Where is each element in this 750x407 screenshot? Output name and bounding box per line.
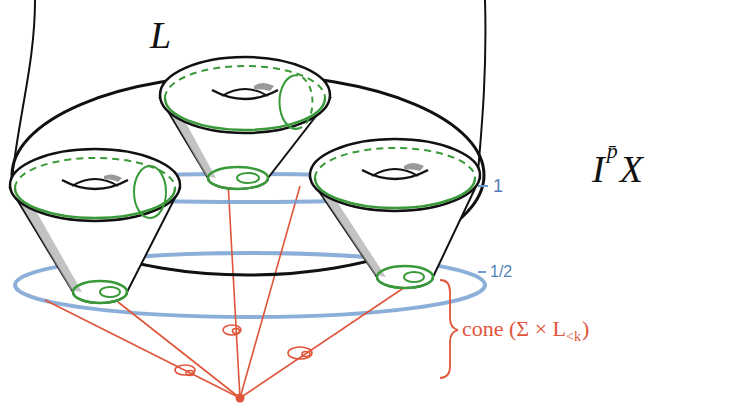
torus-hole	[222, 89, 268, 96]
link-slice-loop	[237, 173, 259, 183]
cone-line	[118, 302, 240, 398]
perversity-superscript: p̄	[607, 140, 618, 162]
cone-torus	[310, 139, 480, 288]
cone-loop	[186, 371, 194, 376]
torus-longitude-front	[165, 98, 325, 130]
space-label: X	[620, 150, 643, 188]
cone-label: cone (Σ × L	[462, 318, 566, 340]
torus-meridian	[134, 166, 166, 218]
torus-longitude-back	[315, 148, 475, 178]
torus-hole	[362, 170, 428, 179]
cone-torus	[160, 57, 330, 189]
torus-longitude-front	[315, 178, 475, 208]
torus-meridian	[280, 76, 300, 129]
torus-shading	[254, 83, 274, 91]
torus-longitude-front	[15, 188, 175, 218]
link-slice	[73, 281, 127, 303]
level-number: 1/2	[490, 264, 512, 280]
link-slice-loop	[404, 272, 424, 282]
level-tick	[478, 185, 488, 187]
torus	[160, 57, 330, 133]
cone-line	[240, 287, 405, 398]
link-label: L	[150, 16, 171, 54]
cone-loop	[223, 325, 241, 335]
level-number: 1	[493, 177, 503, 195]
torus-hole	[72, 179, 118, 186]
brace	[440, 280, 458, 378]
cone-line	[45, 300, 240, 398]
torus-shading	[104, 174, 122, 182]
space-label: I	[592, 150, 605, 188]
cone-apex	[236, 394, 245, 403]
torus-longitude-back	[15, 158, 175, 188]
cone-subscript: <k	[566, 330, 581, 344]
torus-shading	[404, 163, 424, 171]
torus-longitude-back	[165, 66, 325, 98]
cone-torus	[10, 149, 180, 303]
link-slice	[208, 167, 268, 189]
cone-loop	[175, 365, 195, 375]
torus	[10, 149, 180, 221]
link-slice	[377, 266, 433, 288]
cone-loop	[288, 347, 312, 359]
torus-meridian-back	[292, 75, 312, 128]
cone-line	[240, 186, 300, 398]
space-boundary	[12, 0, 35, 178]
cone-loop	[302, 352, 310, 357]
torus	[310, 139, 480, 211]
link-slice-loop	[100, 287, 120, 297]
level-tick	[478, 271, 486, 273]
torus-hole	[212, 90, 278, 99]
cone-line	[228, 182, 240, 398]
space-boundary	[478, 0, 485, 172]
cone-loop	[233, 329, 240, 334]
cone-label: )	[582, 318, 589, 340]
torus-hole	[372, 169, 418, 176]
